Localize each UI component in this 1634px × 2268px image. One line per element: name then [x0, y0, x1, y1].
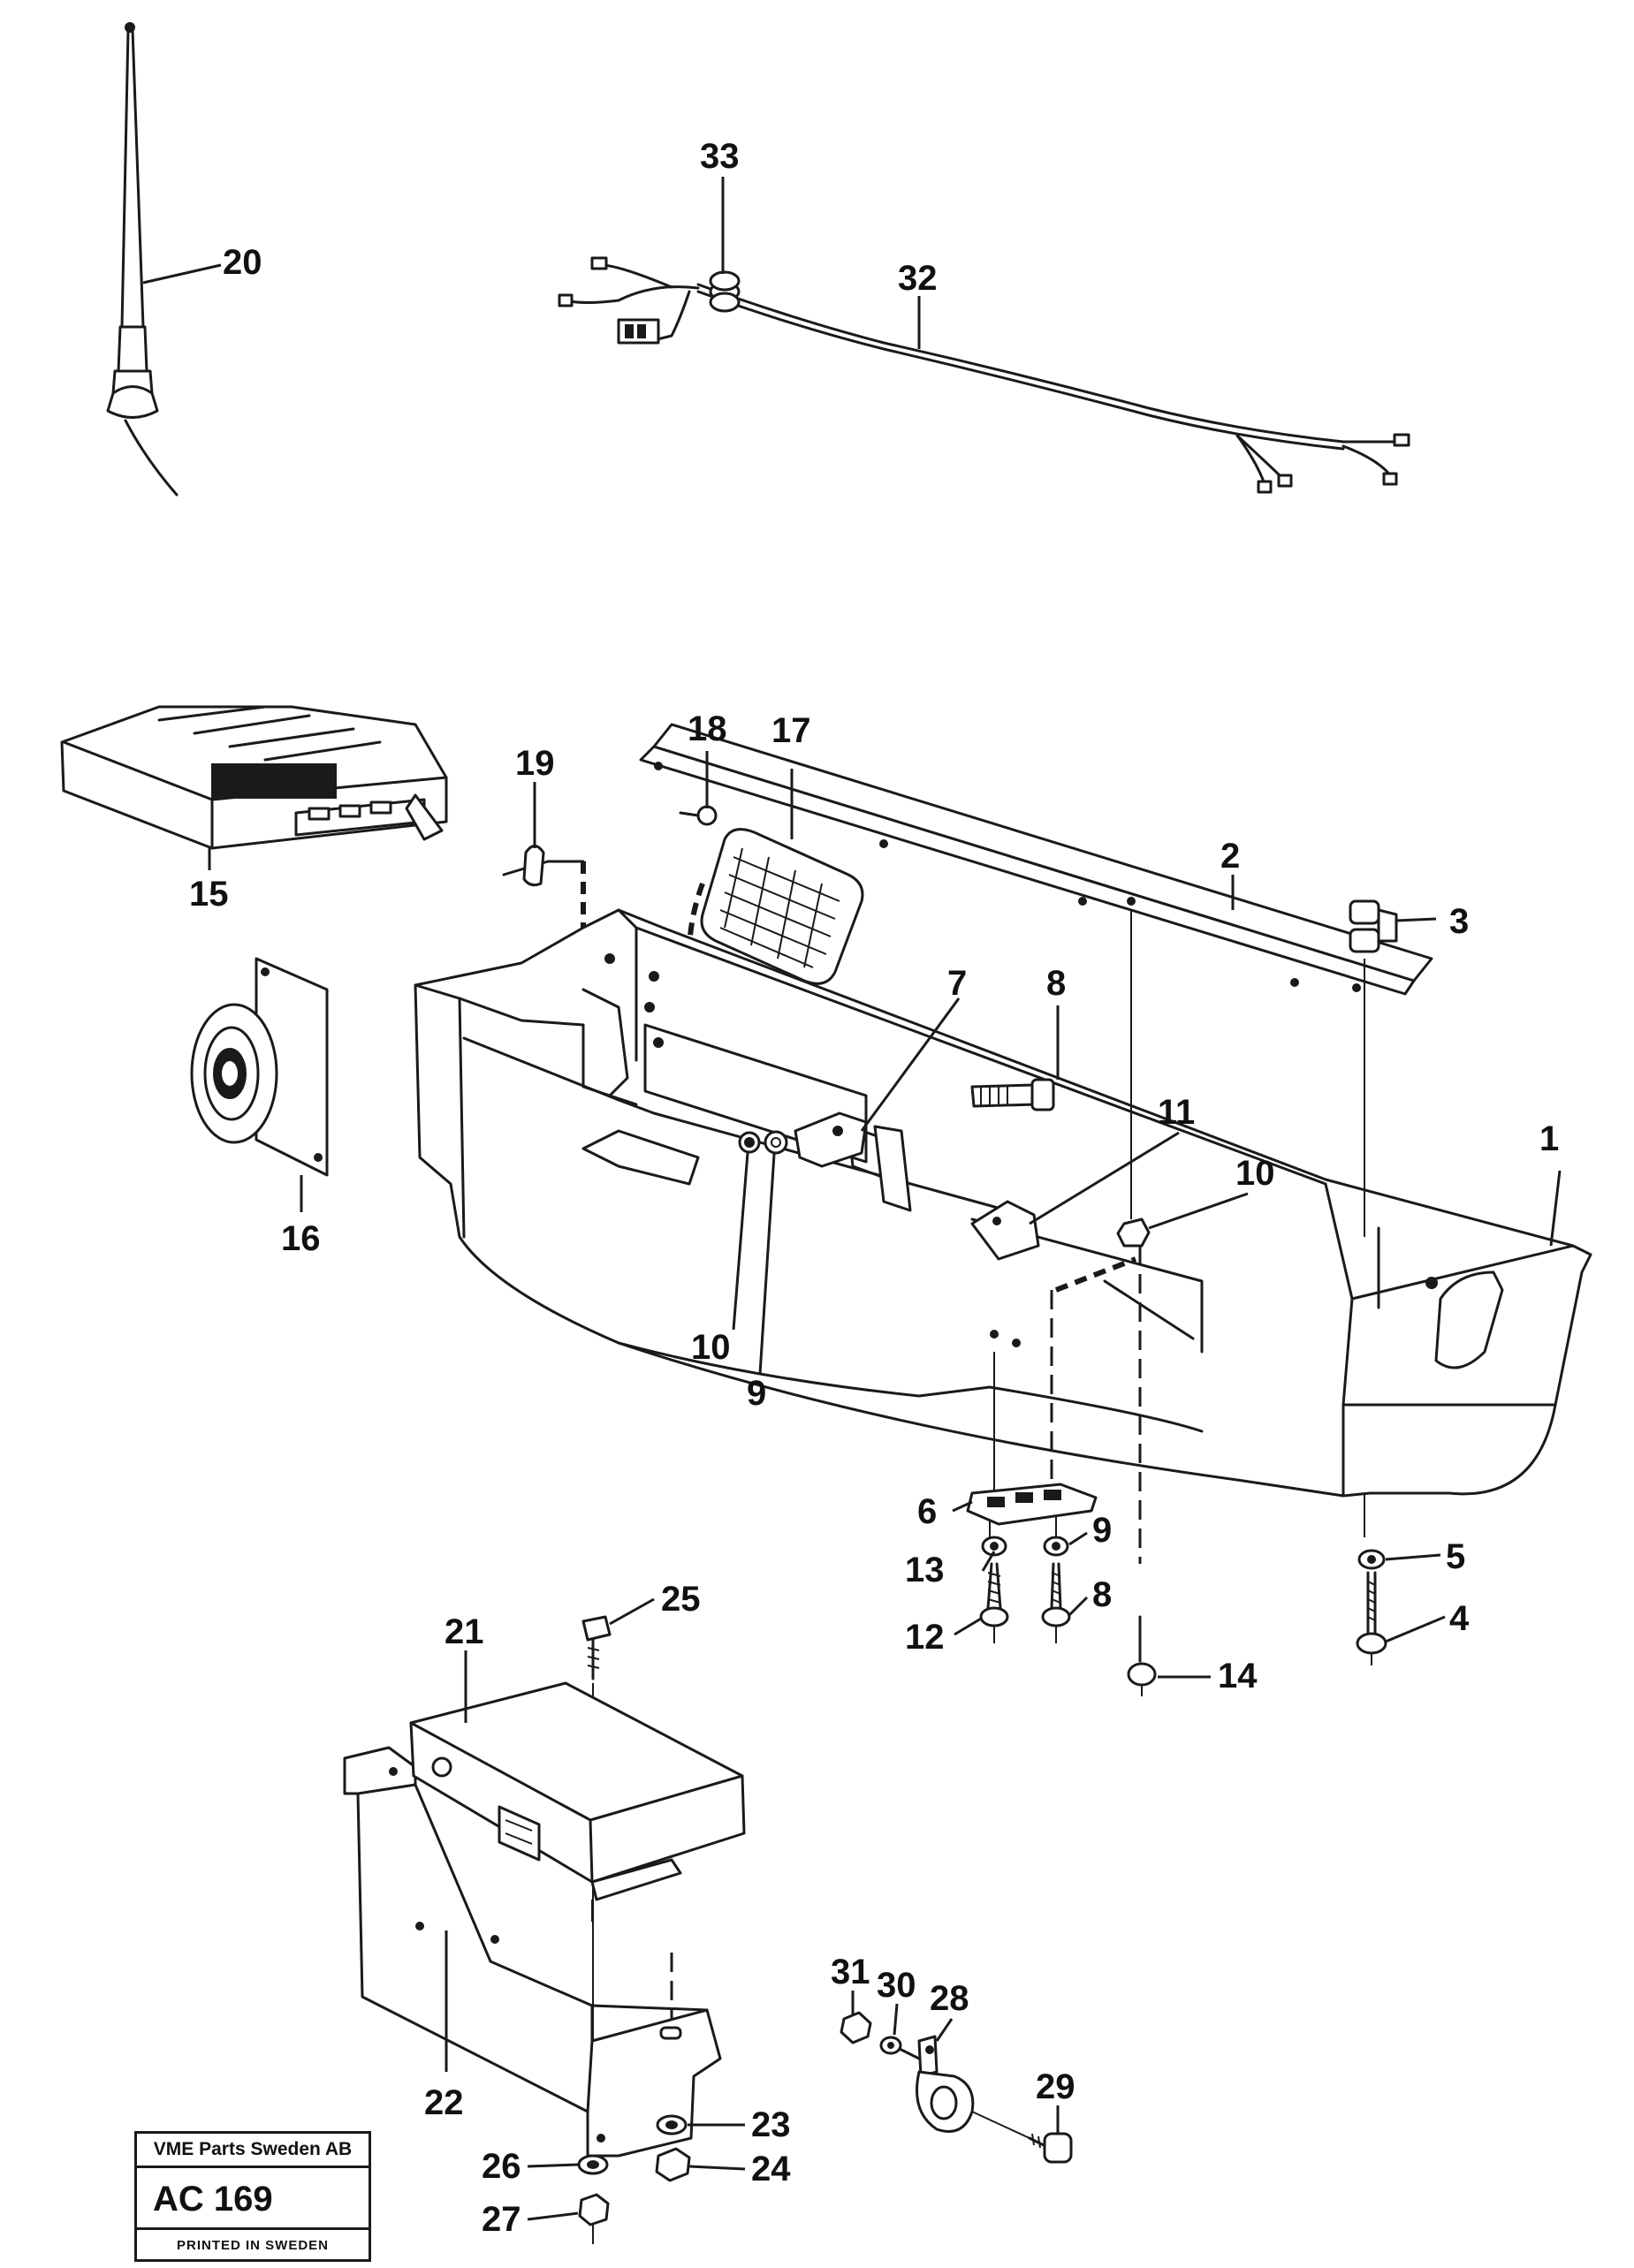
cable-clamp-28-part	[900, 2035, 1030, 2139]
callout-9-right: 9	[1092, 1511, 1112, 1550]
title-block: VME Parts Sweden AB AC 169 PRINTED IN SW…	[134, 2131, 371, 2262]
speaker-part	[190, 957, 329, 1177]
callout-2: 2	[1220, 837, 1240, 876]
screw-25-part	[581, 1615, 612, 1680]
washer-30-part	[879, 2036, 902, 2055]
control-unit-21-part	[409, 1681, 746, 1922]
title-block-code: AC 169	[137, 2168, 369, 2230]
title-block-company: VME Parts Sweden AB	[137, 2134, 369, 2168]
callout-19: 19	[515, 744, 555, 783]
callout-26: 26	[482, 2147, 521, 2186]
callout-9-left: 9	[747, 1374, 766, 1413]
wiring-harness-part	[558, 256, 1410, 494]
nut-27-part	[578, 2193, 610, 2244]
callout-12: 12	[905, 1618, 945, 1657]
callout-24: 24	[751, 2150, 791, 2188]
callout-3: 3	[1449, 902, 1469, 941]
callout-labels: 1 2 3 4 5 6 7 8 8 9 9 10 10 11 12 13 14 …	[189, 137, 1559, 2239]
callout-10-left: 10	[691, 1328, 731, 1367]
nut-31-part	[840, 2011, 872, 2044]
callout-18: 18	[688, 709, 727, 748]
radio-unit-part	[60, 705, 448, 850]
mounting-rail-part	[639, 723, 1433, 996]
nut-10-right-part	[1116, 1217, 1151, 1248]
screw-18-part	[679, 805, 718, 826]
washer-5-part	[1357, 1549, 1386, 1570]
callout-1: 1	[1539, 1119, 1559, 1158]
callout-7: 7	[947, 964, 967, 1003]
callout-15: 15	[189, 875, 229, 914]
screw-12-part	[979, 1562, 1009, 1643]
mounting-bracket-22-part	[343, 1746, 722, 2158]
callout-6: 6	[917, 1492, 937, 1531]
callout-22: 22	[424, 2083, 464, 2122]
bolt-29-part	[1028, 2132, 1073, 2164]
plate-6-part	[966, 1483, 1098, 1526]
bolt-4-part	[1356, 1571, 1387, 1665]
callout-5: 5	[1446, 1537, 1465, 1576]
nut-10-part	[738, 1131, 761, 1154]
antenna-part	[106, 22, 179, 497]
title-block-printed: PRINTED IN SWEDEN	[176, 2238, 329, 2253]
nut-24-part	[655, 2147, 691, 2182]
washer-13-part	[981, 1536, 1007, 1557]
clamp-3-part	[1349, 899, 1398, 972]
callout-16: 16	[281, 1219, 321, 1258]
leader-lines	[142, 177, 1562, 2221]
callout-21: 21	[445, 1612, 484, 1651]
washer-9-lower-part	[1043, 1536, 1069, 1557]
callout-13: 13	[905, 1551, 945, 1589]
callout-8-lower: 8	[1092, 1575, 1112, 1614]
washer-23-part	[656, 2114, 688, 2135]
callout-8-upper: 8	[1046, 964, 1066, 1003]
bolt-8-upper-part	[970, 1078, 1055, 1111]
callout-20: 20	[223, 243, 262, 282]
washer-26-part	[577, 2154, 609, 2175]
callout-23: 23	[751, 2105, 791, 2144]
callout-4: 4	[1449, 1599, 1470, 1638]
bracket-11-part	[970, 1200, 1040, 1261]
callout-28: 28	[930, 1979, 969, 2018]
callout-29: 29	[1036, 2067, 1075, 2106]
callout-32: 32	[898, 259, 938, 298]
callout-33: 33	[700, 137, 740, 176]
callout-31: 31	[831, 1953, 870, 1991]
callout-27: 27	[482, 2200, 521, 2239]
callout-11: 11	[1158, 1093, 1195, 1132]
callout-30: 30	[877, 1966, 916, 2005]
washer-9-part	[764, 1130, 788, 1155]
callout-14: 14	[1218, 1657, 1258, 1695]
callout-17: 17	[771, 711, 811, 750]
screw-14-part	[1127, 1615, 1157, 1696]
callout-10-right: 10	[1235, 1154, 1275, 1193]
screw-8-lower-part	[1041, 1562, 1071, 1643]
callout-25: 25	[661, 1580, 701, 1619]
bracket-7-part	[794, 1111, 868, 1168]
